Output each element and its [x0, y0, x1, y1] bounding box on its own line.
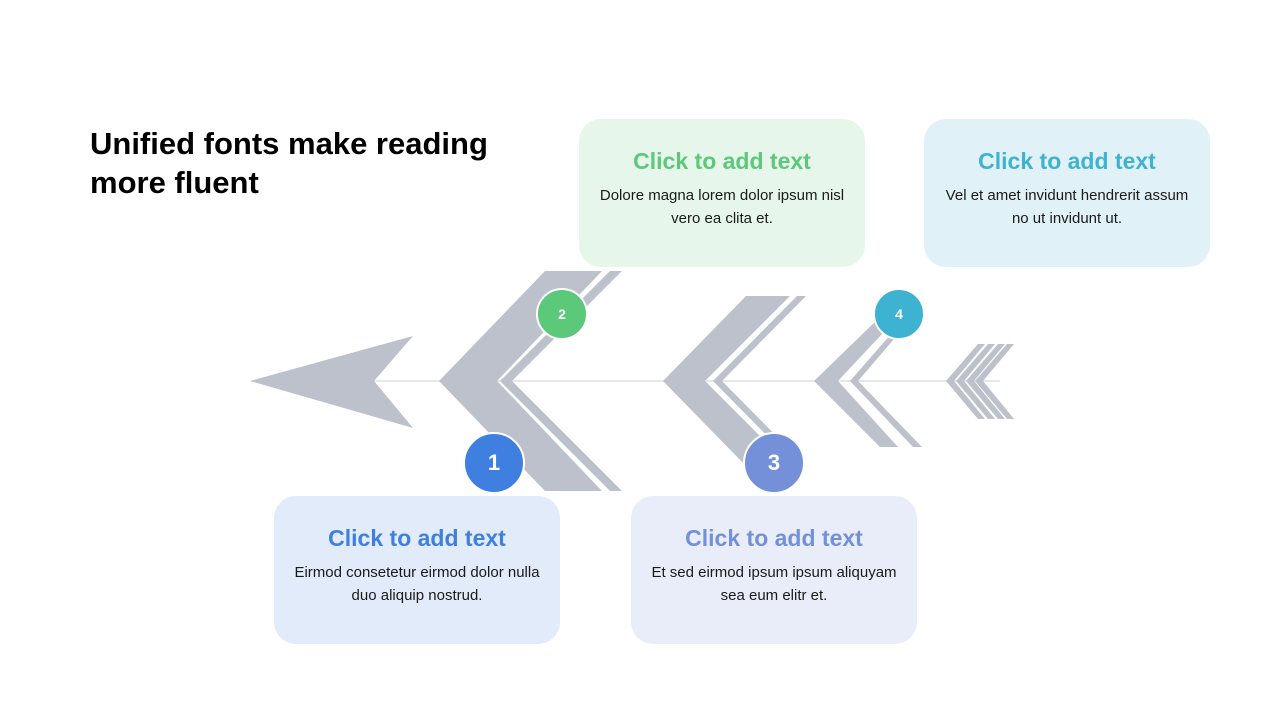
step-card-2-body[interactable]: Dolore magna lorem dolor ipsum nisl vero…: [599, 187, 845, 227]
step-card-3-body[interactable]: Et sed eirmod ipsum ipsum aliquyam sea e…: [651, 564, 897, 604]
step-card-1: Click to add text Eirmod consetetur eirm…: [274, 496, 560, 644]
step-card-4-heading[interactable]: Click to add text: [978, 148, 1156, 174]
step-badge-3: 3: [743, 432, 805, 494]
tail-chevrons: [946, 344, 1014, 419]
step-card-1-body[interactable]: Eirmod consetetur eirmod dolor nulla duo…: [294, 564, 540, 604]
bone-3: [814, 317, 922, 447]
step-card-3-heading[interactable]: Click to add text: [685, 525, 863, 551]
step-card-2-heading[interactable]: Click to add text: [633, 148, 811, 174]
step-card-4-body[interactable]: Vel et amet invidunt hendrerit assum no …: [945, 187, 1189, 227]
step-card-2: Click to add text Dolore magna lorem dol…: [579, 119, 865, 267]
bone-2: [663, 296, 806, 466]
slide-title: Unified fonts make reading more fluent: [90, 126, 488, 200]
step-badge-1: 1: [463, 432, 525, 494]
step-badge-2: 2: [536, 288, 588, 340]
step-badge-4: 4: [873, 288, 925, 340]
step-card-4: Click to add text Vel et amet invidunt h…: [924, 119, 1210, 267]
step-card-1-heading[interactable]: Click to add text: [328, 525, 506, 551]
step-card-3: Click to add text Et sed eirmod ipsum ip…: [631, 496, 917, 644]
fish-head-arrow: [250, 336, 413, 428]
